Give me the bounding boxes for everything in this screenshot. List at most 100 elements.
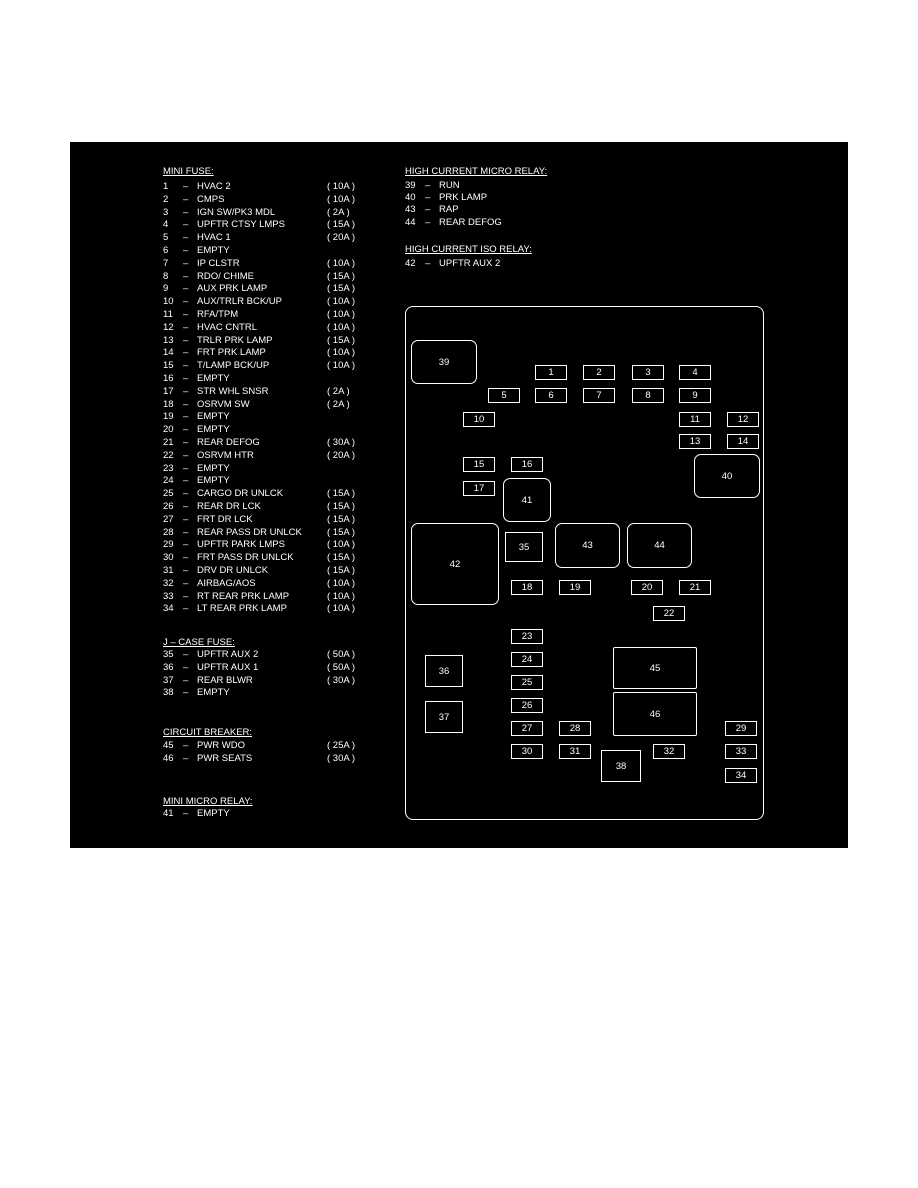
mini-fuse-item-rating: ( 10A ) xyxy=(327,360,355,372)
mini-fuse-item-name: OSRVM SW xyxy=(197,398,250,410)
j-case-fuse-title: J – CASE FUSE: xyxy=(163,637,235,648)
mini-fuse-item-dash: – xyxy=(183,462,189,474)
mini-fuse-item-dash: – xyxy=(183,219,189,231)
j-case-fuse-item-name: UPFTR AUX 2 xyxy=(197,649,259,660)
mini-fuse-item-name: OSRVM HTR xyxy=(197,449,254,461)
high-current-micro-relay-item-dash: – xyxy=(425,180,431,191)
j-case-fuse-item-dash: – xyxy=(183,661,189,673)
mini-fuse-item-number: 18 xyxy=(163,398,174,410)
j-case-fuse-item-dash: – xyxy=(183,687,189,699)
mini-fuse-item-dash: – xyxy=(183,437,189,448)
fuse-block-fuse-7: 7 xyxy=(583,388,615,403)
mini-fuse-item-name: LT REAR PRK LAMP xyxy=(197,603,287,615)
mini-fuse-item-dash: – xyxy=(183,373,189,384)
mini-fuse-item-dash: – xyxy=(183,193,189,205)
circuit-breaker-item-number: 46 xyxy=(163,752,174,764)
circuit-breaker-item-name: PWR SEATS xyxy=(197,752,253,764)
j-case-fuse-item-name: UPFTR AUX 1 xyxy=(197,661,259,673)
mini-micro-relay-title: MINI MICRO RELAY: xyxy=(163,796,253,807)
mini-fuse-item-dash: – xyxy=(183,360,189,372)
mini-fuse-item-name: AUX/TRLR BCK/UP xyxy=(197,296,282,308)
fuse-block-fuse-27: 27 xyxy=(511,721,543,736)
high-current-micro-relay-item-name: PRK LAMP xyxy=(439,192,488,204)
circuit-breaker-item-name: PWR WDO xyxy=(197,740,246,751)
mini-fuse-item-name: EMPTY xyxy=(197,245,230,256)
mini-fuse-item-rating: ( 30A ) xyxy=(327,437,355,448)
mini-fuse-item-dash: – xyxy=(183,590,189,602)
mini-fuse-item-rating: ( 10A ) xyxy=(327,321,355,333)
high-current-micro-relay-item-number: 40 xyxy=(405,192,416,204)
mini-fuse-item-name: UPFTR PARK LMPS xyxy=(197,539,285,551)
mini-fuse-item-number: 12 xyxy=(163,321,174,333)
fuse-block-fuse-22: 22 xyxy=(653,606,685,621)
mini-fuse-item-rating: ( 2A ) xyxy=(327,398,350,410)
mini-fuse-item-number: 29 xyxy=(163,539,174,551)
mini-fuse-item-number: 34 xyxy=(163,603,174,615)
fuse-block-relay-39: 39 xyxy=(411,340,477,384)
mini-fuse-item-dash: – xyxy=(183,398,189,410)
fuse-block-fuse-4: 4 xyxy=(679,365,711,380)
fuse-block-fuse-23: 23 xyxy=(511,629,543,644)
mini-fuse-item-number: 2 xyxy=(163,193,169,205)
mini-micro-relay-item-dash: – xyxy=(183,808,189,819)
fuse-block-fuse-20: 20 xyxy=(631,580,663,595)
mini-fuse-item-dash: – xyxy=(183,552,189,564)
mini-fuse-item-number: 19 xyxy=(163,411,174,423)
fuse-block-relay-40: 40 xyxy=(694,454,760,498)
mini-fuse-item-dash: – xyxy=(183,411,189,423)
mini-fuse-item-number: 9 xyxy=(163,283,169,295)
mini-fuse-item-dash: – xyxy=(183,565,189,576)
fuse-block-jcase-37: 37 xyxy=(425,701,463,733)
mini-fuse-item-name: DRV DR UNLCK xyxy=(197,565,269,576)
j-case-fuse-item-rating: ( 50A ) xyxy=(327,661,355,673)
mini-fuse-item-number: 3 xyxy=(163,206,169,218)
mini-fuse-item-number: 13 xyxy=(163,334,174,346)
circuit-breaker-title: CIRCUIT BREAKER: xyxy=(163,727,253,738)
fuse-block-fuse-13: 13 xyxy=(679,434,711,449)
mini-fuse-item-dash: – xyxy=(183,347,189,359)
mini-fuse-item-rating: ( 20A ) xyxy=(327,232,355,244)
high-current-micro-relay-item-dash: – xyxy=(425,192,431,204)
mini-fuse-item-dash: – xyxy=(183,424,189,436)
j-case-fuse-item-name: REAR BLWR xyxy=(197,674,253,686)
fuse-block-fuse-12: 12 xyxy=(727,412,759,427)
mini-fuse-item-rating: ( 10A ) xyxy=(327,257,355,269)
j-case-fuse-item-name: EMPTY xyxy=(197,687,230,699)
mini-fuse-item-dash: – xyxy=(183,257,189,269)
fuse-block-fuse-24: 24 xyxy=(511,652,543,667)
mini-fuse-item-rating: ( 15A ) xyxy=(327,283,355,295)
high-current-micro-relay-item-number: 44 xyxy=(405,216,416,228)
fuse-block-fuse-2: 2 xyxy=(583,365,615,380)
high-current-iso-relay-title: HIGH CURRENT ISO RELAY: xyxy=(405,244,532,255)
fuse-block-fuse-19: 19 xyxy=(559,580,591,595)
fuse-block-fuse-21: 21 xyxy=(679,580,711,595)
mini-fuse-item-rating: ( 10A ) xyxy=(327,577,355,589)
fuse-block-fuse-10: 10 xyxy=(463,412,495,427)
mini-fuse-item-number: 25 xyxy=(163,488,174,500)
mini-fuse-item-number: 6 xyxy=(163,245,169,256)
mini-fuse-item-number: 22 xyxy=(163,449,174,461)
mini-fuse-item-dash: – xyxy=(183,309,189,320)
high-current-micro-relay-item-name: RAP xyxy=(439,204,459,216)
mini-fuse-item-rating: ( 15A ) xyxy=(327,565,355,576)
mini-fuse-item-number: 31 xyxy=(163,565,174,576)
fuse-block-fuse-6: 6 xyxy=(535,388,567,403)
fuse-block-fuse-15: 15 xyxy=(463,457,495,472)
high-current-micro-relay-item-number: 39 xyxy=(405,180,416,191)
mini-fuse-item-name: HVAC 1 xyxy=(197,232,231,244)
fuse-block-fuse-26: 26 xyxy=(511,698,543,713)
fuse-block-fuse-8: 8 xyxy=(632,388,664,403)
fuse-block-jcase-36: 36 xyxy=(425,655,463,687)
mini-fuse-item-number: 5 xyxy=(163,232,169,244)
circuit-breaker-item-dash: – xyxy=(183,752,189,764)
fuse-block-fuse-34: 34 xyxy=(725,768,757,783)
mini-fuse-item-rating: ( 15A ) xyxy=(327,270,355,282)
fuse-block-fuse-14: 14 xyxy=(727,434,759,449)
mini-fuse-item-dash: – xyxy=(183,283,189,295)
mini-fuse-item-name: EMPTY xyxy=(197,462,230,474)
circuit-breaker-item-dash: – xyxy=(183,740,189,751)
fuse-block-breaker-46: 46 xyxy=(613,692,697,736)
fuse-block-fuse-30: 30 xyxy=(511,744,543,759)
mini-fuse-item-rating: ( 10A ) xyxy=(327,539,355,551)
mini-fuse-item-number: 10 xyxy=(163,296,174,308)
